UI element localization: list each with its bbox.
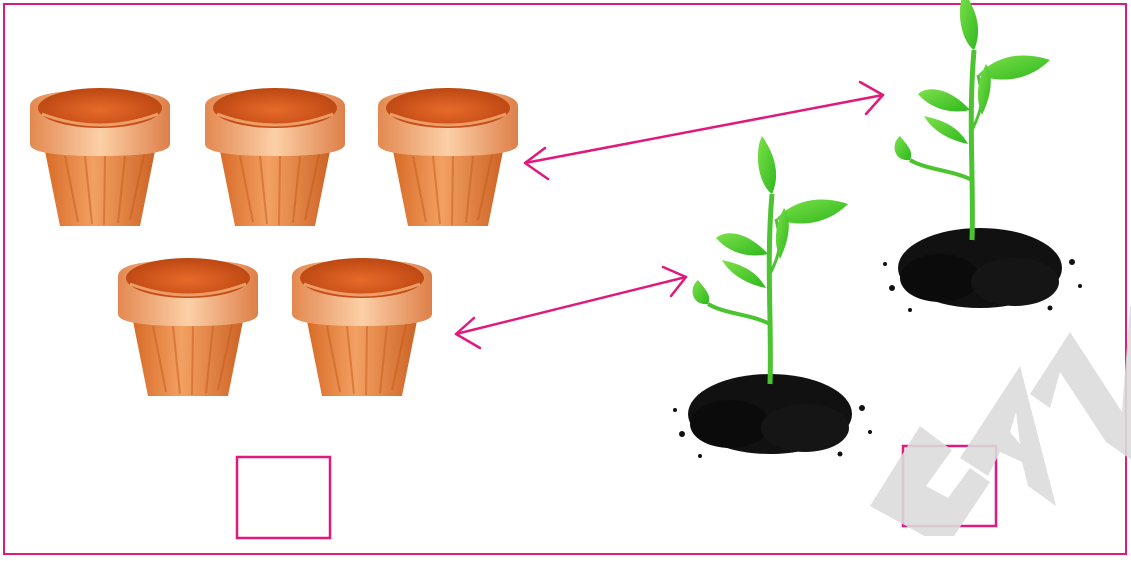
seedling-icon — [673, 136, 872, 458]
flower-pot-icon — [30, 88, 170, 226]
seedling-icon — [883, 0, 1082, 312]
flower-pot-icon — [378, 88, 518, 226]
double-arrow-icon — [456, 267, 686, 348]
flower-pots-group — [30, 88, 518, 396]
answer-box[interactable] — [903, 446, 996, 526]
answer-box[interactable] — [237, 457, 330, 538]
seedlings-group — [673, 0, 1082, 458]
flower-pot-icon — [118, 258, 258, 396]
flower-pot-icon — [292, 258, 432, 396]
double-arrow-icon — [525, 82, 883, 179]
flower-pot-icon — [205, 88, 345, 226]
